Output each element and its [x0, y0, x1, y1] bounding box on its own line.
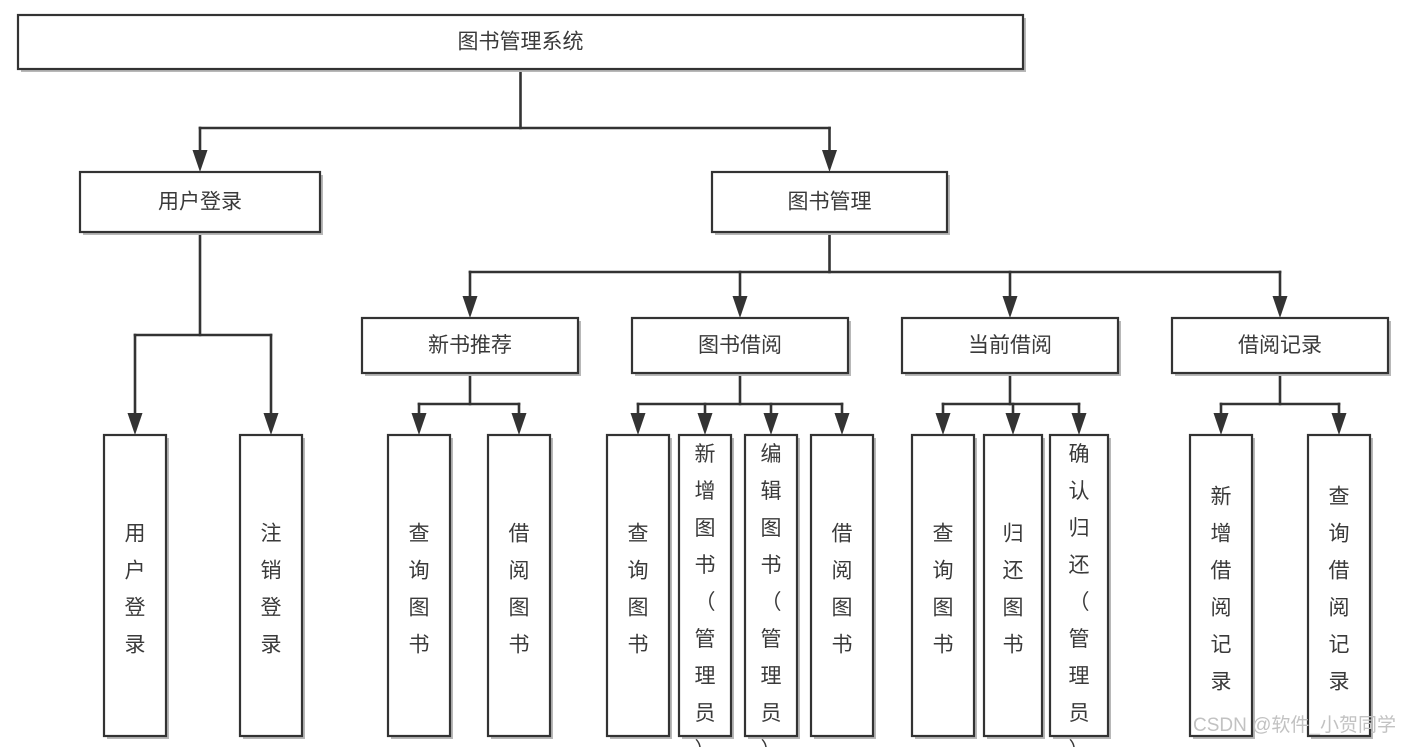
- node-leaf-borrow-book-rec[interactable]: 借阅图书: [486, 433, 553, 739]
- arrow-head-icon: [462, 296, 478, 318]
- arrow-head-icon: [834, 413, 850, 435]
- node-label: 借阅记录: [1238, 334, 1322, 357]
- node-rect[interactable]: [1170, 316, 1390, 375]
- arrow-head-icon: [1005, 413, 1021, 435]
- node-rect[interactable]: [238, 433, 304, 738]
- arrow-head-icon: [763, 413, 779, 435]
- node-label: 借阅图书: [509, 522, 530, 656]
- node-label: 确认归还（管理员）: [1069, 443, 1090, 747]
- arrow-head-icon: [1272, 296, 1288, 318]
- node-rect[interactable]: [910, 433, 976, 738]
- node-borrow-record[interactable]: 借阅记录: [1170, 316, 1391, 376]
- node-leaf-add-book[interactable]: 新增图书（管理员）: [677, 433, 734, 747]
- node-rect[interactable]: [1048, 433, 1110, 738]
- arrow-head-icon: [935, 413, 951, 435]
- node-label: 新增图书（管理员）: [695, 443, 716, 747]
- node-label: 图书管理系统: [458, 31, 584, 54]
- node-current-borrow[interactable]: 当前借阅: [900, 316, 1121, 376]
- node-label: 查询图书: [409, 522, 430, 656]
- node-leaf-query-book-cur[interactable]: 查询图书: [910, 433, 977, 739]
- arrow-head-icon: [511, 413, 527, 435]
- arrow-head-icon: [127, 413, 143, 435]
- node-leaf-confirm-return[interactable]: 确认归还（管理员）: [1048, 433, 1111, 747]
- arrow-head-icon: [263, 413, 279, 435]
- node-leaf-query-book-borrow[interactable]: 查询图书: [605, 433, 672, 739]
- node-rect[interactable]: [486, 433, 552, 738]
- arrow-head-icon: [411, 413, 427, 435]
- csdn-watermark: CSDN @软件_小贺同学: [1193, 714, 1396, 736]
- arrow-head-icon: [1002, 296, 1018, 318]
- arrow-head-icon: [630, 413, 646, 435]
- node-rect[interactable]: [743, 433, 799, 738]
- node-root[interactable]: 图书管理系统: [16, 13, 1026, 72]
- node-leaf-user-login[interactable]: 用户登录: [102, 433, 169, 739]
- arrow-head-icon: [192, 150, 208, 172]
- node-label: 新书推荐: [428, 334, 512, 357]
- arrow-head-icon: [1071, 413, 1087, 435]
- node-rect[interactable]: [809, 433, 875, 738]
- node-rect[interactable]: [102, 433, 168, 738]
- node-label: 图书借阅: [698, 334, 782, 357]
- node-label: 注销登录: [261, 522, 282, 656]
- node-label: 编辑图书（管理员）: [761, 443, 782, 747]
- arrow-head-icon: [1213, 413, 1229, 435]
- node-label: 查询图书: [628, 522, 649, 656]
- node-rect[interactable]: [630, 316, 850, 375]
- arrow-head-icon: [1331, 413, 1347, 435]
- node-leaf-query-record[interactable]: 查询借阅记录: [1306, 433, 1373, 739]
- node-book-borrow[interactable]: 图书借阅: [630, 316, 851, 376]
- node-leaf-logout[interactable]: 注销登录: [238, 433, 305, 739]
- node-rect[interactable]: [900, 316, 1120, 375]
- node-user-login[interactable]: 用户登录: [78, 170, 323, 235]
- node-rect[interactable]: [360, 316, 580, 375]
- connector-edges-layer: [127, 67, 1347, 435]
- node-label: 借阅图书: [832, 522, 853, 656]
- node-label: 查询借阅记录: [1329, 485, 1350, 693]
- arrow-head-icon: [697, 413, 713, 435]
- node-leaf-add-record[interactable]: 新增借阅记录: [1188, 433, 1255, 739]
- node-rect[interactable]: [605, 433, 671, 738]
- node-rect[interactable]: [982, 433, 1044, 738]
- node-leaf-borrow-book[interactable]: 借阅图书: [809, 433, 876, 739]
- node-label: 查询图书: [933, 522, 954, 656]
- node-label: 用户登录: [125, 522, 146, 656]
- node-leaf-return-book[interactable]: 归还图书: [982, 433, 1045, 739]
- arrow-head-icon: [732, 296, 748, 318]
- node-rect[interactable]: [78, 170, 322, 234]
- node-new-book-recommend[interactable]: 新书推荐: [360, 316, 581, 376]
- node-rect[interactable]: [1188, 433, 1254, 738]
- node-label: 图书管理: [788, 191, 872, 214]
- node-rect[interactable]: [386, 433, 452, 738]
- node-book-manage[interactable]: 图书管理: [710, 170, 950, 235]
- node-rect[interactable]: [710, 170, 949, 234]
- node-rect[interactable]: [1306, 433, 1372, 738]
- node-rect[interactable]: [677, 433, 733, 738]
- node-label: 用户登录: [158, 191, 242, 214]
- node-leaf-query-book-rec[interactable]: 查询图书: [386, 433, 453, 739]
- node-boxes-layer: 图书管理系统用户登录图书管理新书推荐图书借阅当前借阅借阅记录用户登录注销登录查询…: [16, 13, 1391, 747]
- node-label: 归还图书: [1003, 522, 1024, 656]
- node-label: 当前借阅: [968, 334, 1052, 357]
- node-label: 新增借阅记录: [1211, 485, 1232, 693]
- node-rect[interactable]: [16, 13, 1025, 71]
- arrow-head-icon: [822, 150, 837, 172]
- node-leaf-edit-book[interactable]: 编辑图书（管理员）: [743, 433, 800, 747]
